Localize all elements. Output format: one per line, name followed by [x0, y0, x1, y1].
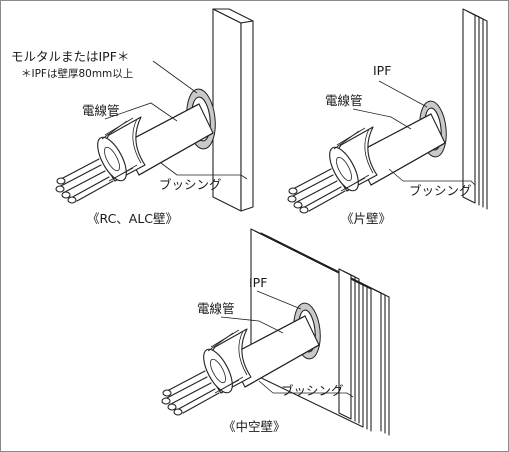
- rc-caption: 《RC、ALC壁》: [87, 211, 178, 226]
- figure-single-wall: IPF 電線管 ブッシング 《片壁》: [287, 8, 488, 226]
- single-label-conduit: 電線管: [325, 93, 363, 108]
- hollow-label-conduit: 電線管: [197, 301, 235, 316]
- hollow-label-ipf: IPF: [249, 275, 267, 290]
- hollow-caption: 《中空壁》: [223, 419, 286, 434]
- rc-label-conduit: 電線管: [82, 103, 120, 118]
- single-wall: [462, 8, 476, 204]
- single-caption: 《片壁》: [341, 211, 391, 226]
- figure-hollow-wall: IPF 電線管 ブッシング 《中空壁》: [161, 228, 390, 436]
- rc-label-note: ＊IPFは壁厚80mm以上: [21, 67, 133, 80]
- rc-label-bushing: ブッシング: [159, 177, 222, 192]
- figure-rc-alc-wall: モルタルまたはIPF＊ ＊IPFは壁厚80mm以上 電線管 ブッシング 《RC、…: [11, 8, 254, 226]
- hollow-label-bushing: ブッシング: [281, 383, 344, 398]
- single-label-bushing: ブッシング: [409, 183, 472, 198]
- single-label-ipf: IPF: [373, 63, 391, 78]
- rc-label-mortar: モルタルまたはIPF＊: [11, 49, 129, 64]
